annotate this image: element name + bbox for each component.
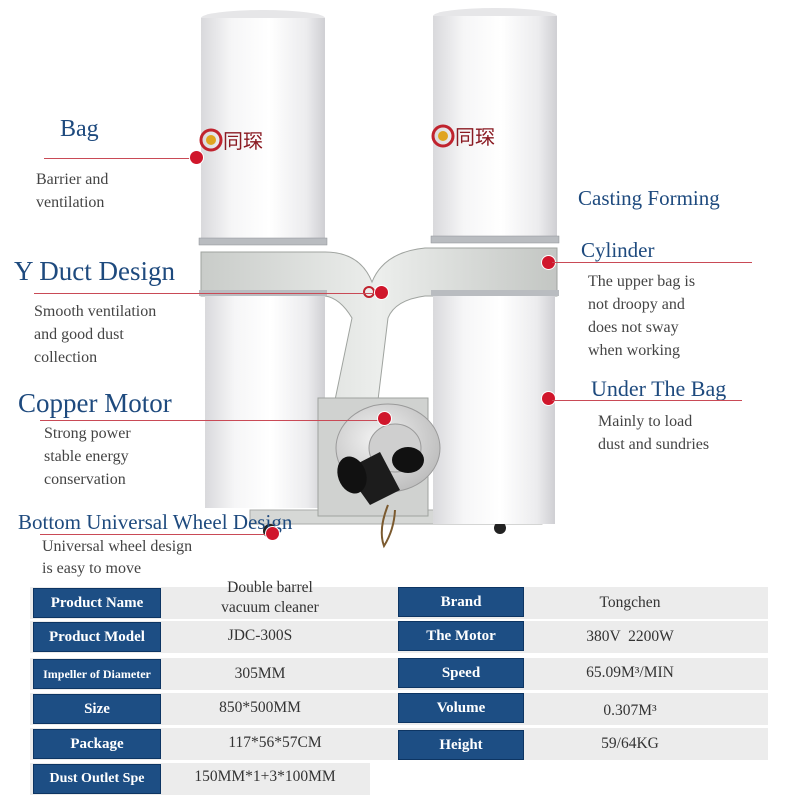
callout-bag-line (44, 158, 194, 159)
spec-label-size: Size (33, 694, 161, 724)
spec-value-brand: Tongchen (599, 594, 661, 611)
spec-value-product-model: JDC-300S (227, 627, 293, 644)
spec-label-product-model: Product Model (33, 622, 161, 652)
callout-yduct-line (34, 293, 378, 294)
callout-casting-marker (542, 256, 555, 269)
callout-yduct-marker (375, 286, 388, 299)
callout-underbag-marker (542, 392, 555, 405)
callout-underbag-line (552, 400, 742, 401)
brand-logo-text-right: 同琛 (455, 125, 495, 149)
tc-logo-icon (199, 124, 455, 298)
callout-bag-marker (190, 151, 203, 164)
callout-yduct-title: Y Duct Design (14, 256, 175, 286)
callout-wheel-line (40, 534, 270, 535)
right-upper-bag (433, 8, 557, 240)
callout-underbag-title: Under The Bag (591, 376, 727, 401)
spec-value-motor: 380V 2200W (586, 628, 674, 645)
callout-casting-line (552, 262, 752, 263)
dust-collector-illustration: 同琛 同琛 (198, 8, 560, 549)
spec-value-height: 59/64KG (601, 735, 659, 752)
spec-value-size: 850*500MM (219, 699, 301, 716)
left-upper-bag (201, 10, 325, 240)
callout-wheel-title: Bottom Universal Wheel Design (18, 510, 293, 534)
callout-motor-title: Copper Motor (18, 388, 172, 418)
spec-value-volume: 0.307M³ (603, 702, 657, 719)
y-duct (200, 247, 558, 401)
spec-label-brand: Brand (398, 587, 524, 617)
callout-bag-title: Bag (60, 116, 99, 142)
callout-motor-marker (378, 412, 391, 425)
spec-label-impeller: Impeller of Diameter (33, 659, 161, 689)
left-lower-bag (205, 296, 325, 508)
callout-wheel-marker (266, 527, 279, 540)
spec-value-dust-outlet: 150MM*1+3*100MM (194, 768, 336, 785)
spec-value-speed: 65.09M³/MIN (586, 664, 674, 681)
wheel-right (494, 522, 506, 534)
callout-casting-title: Casting Forming Cylinder (578, 186, 720, 262)
spec-label-motor: The Motor (398, 621, 524, 651)
spec-label-height: Height (398, 730, 524, 760)
spec-value-impeller: 305MM (234, 665, 286, 682)
spec-label-volume: Volume (398, 693, 524, 723)
callout-motor-line (40, 420, 380, 421)
right-lower-bag (433, 296, 555, 524)
brand-logo-text-left: 同琛 (223, 129, 263, 153)
spec-label-package: Package (33, 729, 161, 759)
spec-label-speed: Speed (398, 658, 524, 688)
spec-label-product-name: Product Name (33, 588, 161, 618)
spec-value-package: 117*56*57CM (228, 734, 322, 751)
spec-label-dust-outlet: Dust Outlet Spe (33, 764, 161, 794)
